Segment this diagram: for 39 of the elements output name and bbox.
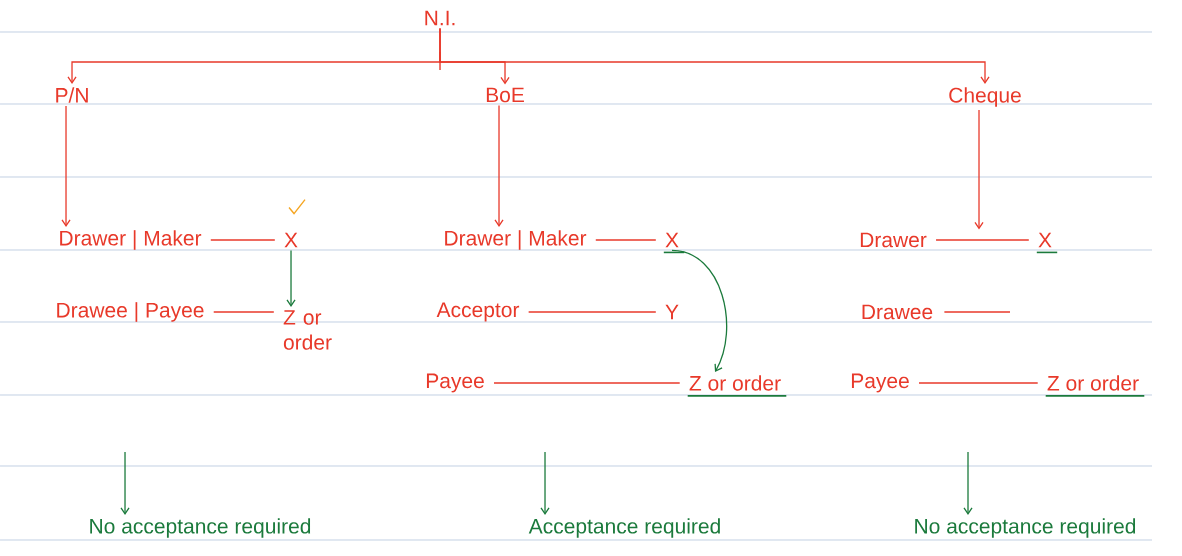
handwritten-label: No acceptance required bbox=[915, 518, 1136, 538]
handwritten-label: Acceptance required bbox=[528, 518, 720, 538]
arrow bbox=[963, 451, 973, 515]
dash-line bbox=[210, 239, 276, 241]
handwritten-label: Drawer | Maker bbox=[445, 230, 587, 250]
handwritten-label: Acceptor bbox=[436, 302, 520, 322]
handwritten-label: X bbox=[284, 232, 298, 248]
arrow bbox=[494, 104, 504, 227]
handwritten-label: Z or order bbox=[1047, 375, 1139, 391]
dash-line bbox=[493, 382, 681, 384]
handwritten-label: Z or order bbox=[283, 310, 332, 350]
arrow bbox=[540, 451, 550, 515]
handwritten-label: N.I. bbox=[425, 10, 455, 26]
handwritten-label: BoE bbox=[486, 87, 524, 103]
arrow bbox=[61, 105, 71, 227]
dash-line bbox=[213, 311, 275, 313]
handwritten-label: Payee bbox=[851, 373, 909, 393]
handwritten-label: Drawee bbox=[862, 304, 933, 320]
handwritten-label: P/N bbox=[56, 87, 88, 103]
dash-line bbox=[935, 239, 1030, 241]
handwritten-label: Drawer bbox=[860, 232, 927, 248]
dash-line bbox=[943, 311, 1011, 313]
arrow bbox=[671, 249, 728, 373]
handwritten-label: X bbox=[1038, 232, 1052, 248]
handwritten-label: X bbox=[665, 232, 679, 248]
arrow bbox=[439, 27, 990, 84]
handwritten-label: Z or order bbox=[689, 375, 781, 391]
dash-line bbox=[528, 311, 657, 313]
handwritten-label: No acceptance required bbox=[90, 518, 311, 538]
arrow bbox=[120, 451, 130, 515]
arrow bbox=[974, 109, 984, 230]
handwritten-label: Drawer | Maker bbox=[60, 230, 202, 250]
dash-line bbox=[595, 239, 657, 241]
handwritten-label: Payee bbox=[426, 373, 484, 393]
handwritten-label: Drawee | Payee bbox=[57, 302, 204, 322]
arrow bbox=[286, 249, 296, 307]
handwritten-label: Y bbox=[665, 304, 679, 320]
dash-line bbox=[918, 382, 1039, 384]
handwritten-label: Cheque bbox=[949, 87, 1021, 107]
